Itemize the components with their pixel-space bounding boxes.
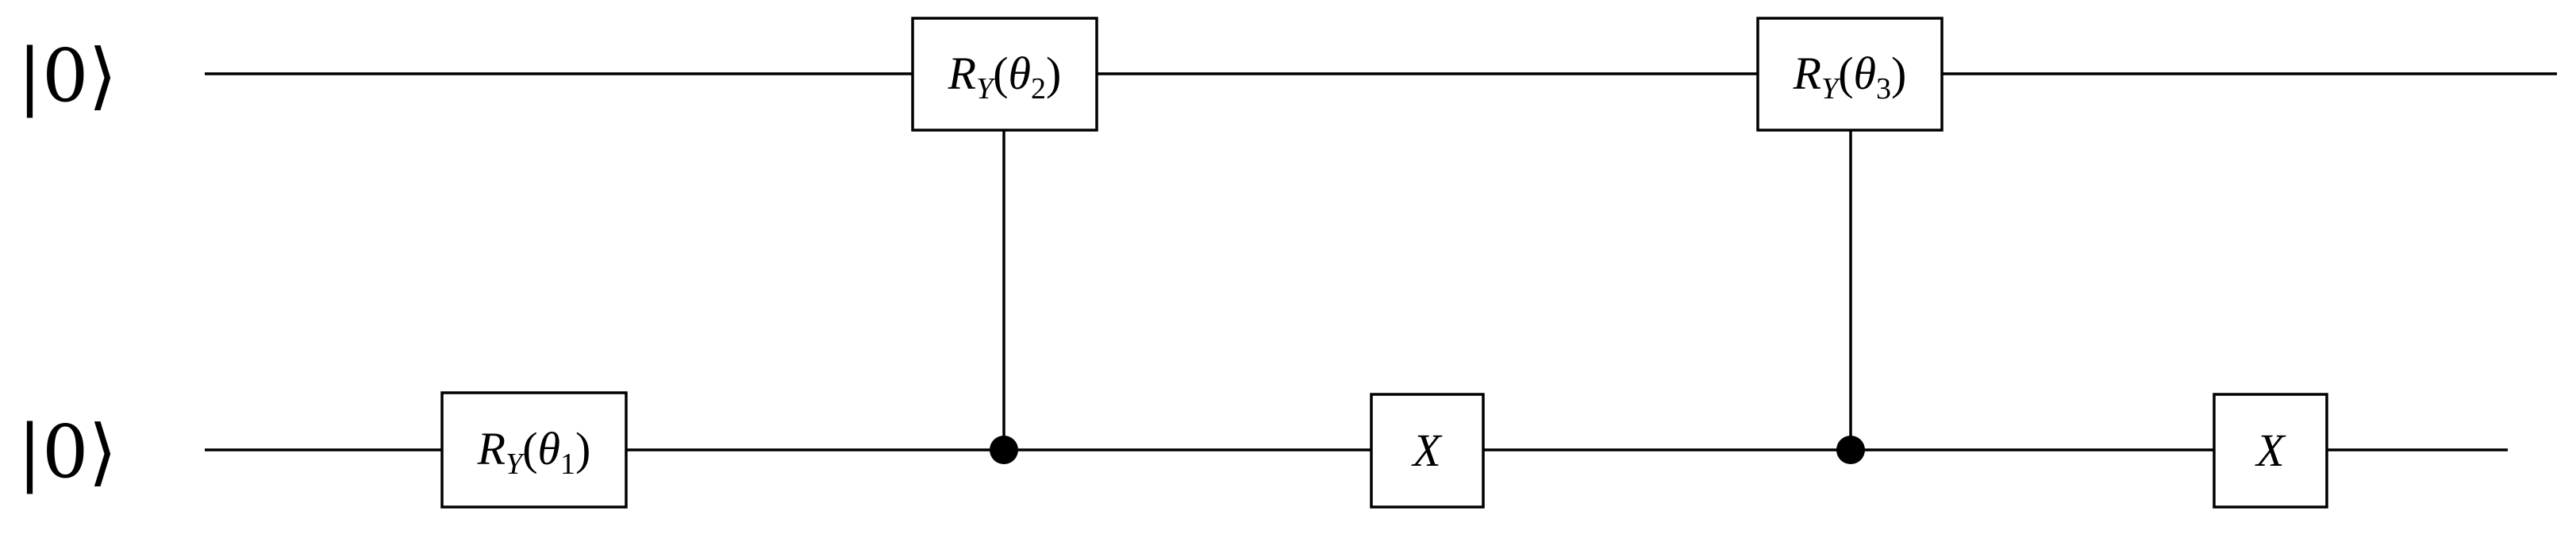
svg-text:RY(θ3): RY(θ3) xyxy=(1793,48,1907,106)
qubit-label-1: |0⟩ xyxy=(17,409,117,494)
gate-controlled-ry-theta3: RY(θ3) xyxy=(1756,17,1944,132)
control-dot-ry-theta3 xyxy=(1836,436,1865,464)
gate-ry-theta1: RY(θ1) xyxy=(440,391,628,509)
gate-x-1: X xyxy=(1370,393,1485,509)
svg-text:RY(θ1): RY(θ1) xyxy=(477,423,591,481)
gate-controlled-ry-theta2: RY(θ2) xyxy=(911,17,1098,132)
svg-text:RY(θ2): RY(θ2) xyxy=(948,48,1062,106)
qubit-label-0: |0⟩ xyxy=(17,33,117,118)
svg-text:X: X xyxy=(1411,425,1443,476)
control-dot-ry-theta2 xyxy=(990,436,1018,464)
svg-text:X: X xyxy=(2255,425,2286,476)
gate-x-2: X xyxy=(2213,393,2328,509)
